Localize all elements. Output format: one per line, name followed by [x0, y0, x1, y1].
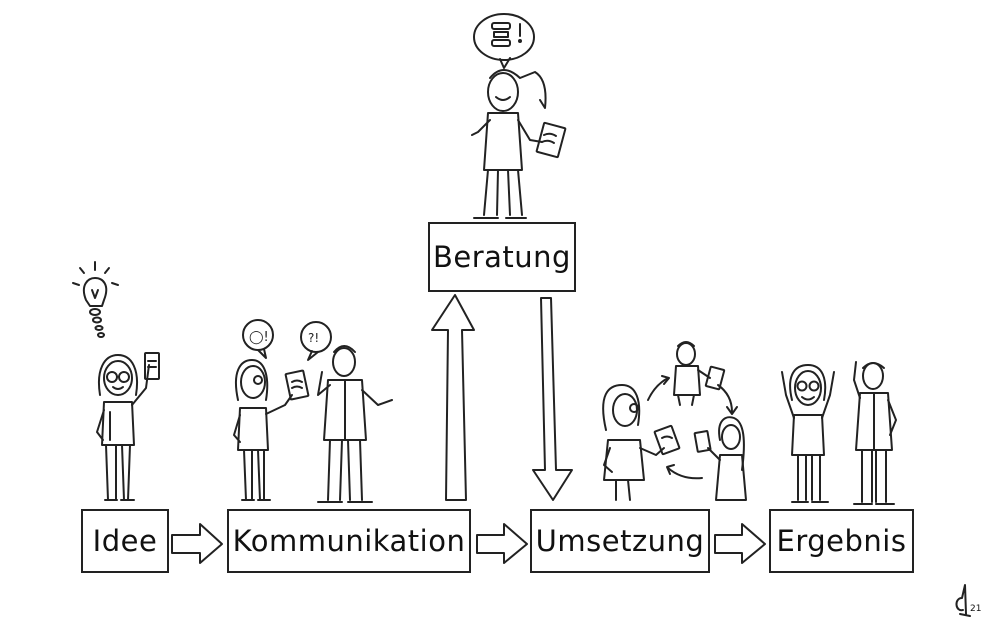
svg-text:◯!: ◯! — [249, 330, 269, 345]
step-label: Ergebnis — [776, 524, 907, 558]
speech-bubble-icon: ?! — [300, 321, 332, 361]
step-label: Idee — [92, 524, 158, 558]
person-implementer — [602, 384, 665, 501]
svg-text:?!: ?! — [308, 331, 319, 345]
document-icon — [693, 430, 712, 453]
arrow-right-icon — [171, 523, 223, 564]
step-label: Beratung — [433, 240, 571, 274]
person-man-talking — [317, 345, 393, 503]
person-cheering-woman — [781, 364, 835, 503]
person-consultant — [471, 69, 547, 219]
person-cheering-man — [853, 361, 897, 505]
cycle-arrow-icon — [647, 375, 738, 480]
document-icon — [284, 369, 310, 401]
arrow-down-icon — [532, 297, 573, 501]
document-icon — [535, 121, 567, 159]
step-label: Kommunikation — [232, 524, 466, 558]
signature-year: 21 — [970, 604, 982, 614]
speech-bubble-icon: ◯! — [242, 319, 274, 359]
step-kommunikation: Kommunikation — [227, 509, 471, 573]
step-label: Umsetzung — [535, 524, 705, 558]
arrow-right-icon — [476, 523, 528, 564]
step-beratung: Beratung — [428, 222, 576, 292]
document-icon — [144, 352, 160, 380]
speech-bubble-icon — [473, 13, 535, 69]
lightbulb-icon — [72, 261, 119, 338]
document-icon — [704, 365, 726, 391]
person-woman-talking — [233, 359, 293, 501]
step-umsetzung: Umsetzung — [530, 509, 710, 573]
arrow-up-icon — [431, 294, 475, 501]
arrow-right-icon — [714, 523, 766, 564]
person-small-man — [673, 341, 711, 406]
person-small-woman — [707, 416, 747, 501]
document-icon — [653, 424, 681, 456]
step-idee: Idee — [81, 509, 169, 573]
step-ergebnis: Ergebnis — [769, 509, 914, 573]
person-idea — [96, 354, 150, 501]
signature-mark — [955, 584, 971, 617]
